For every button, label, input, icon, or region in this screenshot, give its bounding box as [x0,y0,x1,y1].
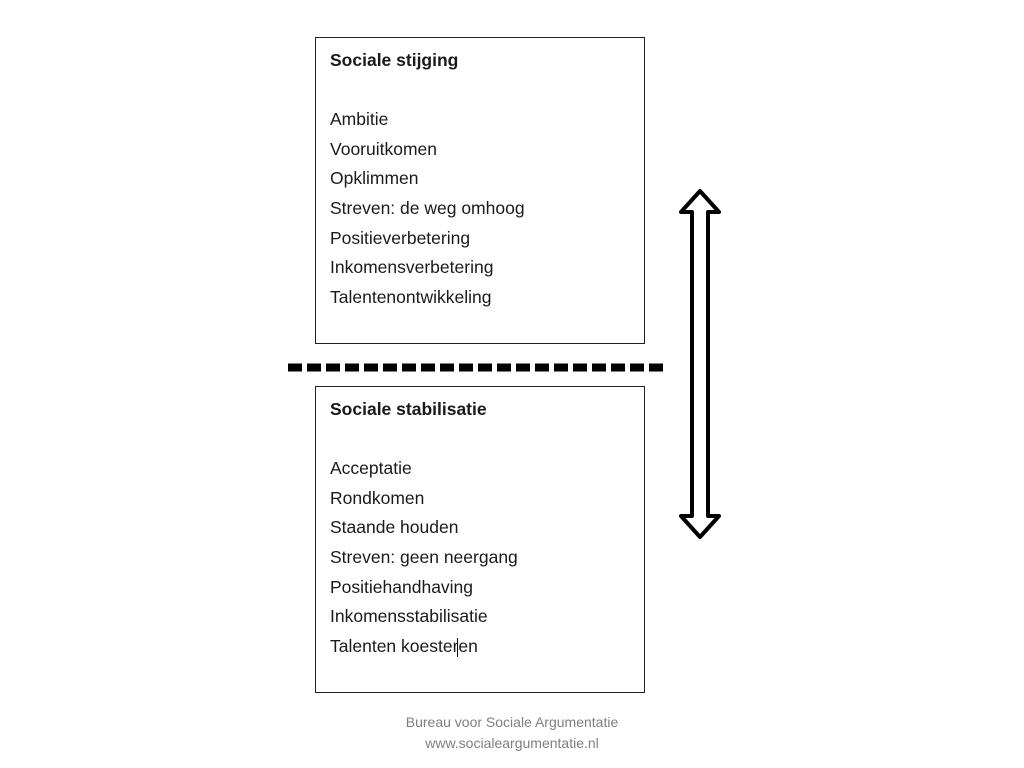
upward-mobility-box: Sociale stijging Ambitie Vooruitkomen Op… [315,37,645,344]
list-item: Talenten koesteren [330,635,478,656]
box-spacer [330,425,644,455]
list-item: Vooruitkomen [330,138,438,159]
list-item: Opklimmen [330,168,419,189]
list-item: Acceptatie [330,458,412,479]
upward-mobility-title: Sociale stijging [330,50,459,70]
stabilisation-box: Sociale stabilisatie Acceptatie Rondkome… [315,386,645,693]
arrow-shape [679,189,721,539]
list-item: Inkomensstabilisatie [330,606,488,627]
footer-organisation: Bureau voor Sociale Argumentatie [405,714,619,730]
list-item: Ambitie [330,109,389,130]
footer-website[interactable]: www.socialeargumentatie.nl [425,735,599,751]
box-spacer [330,76,644,106]
stabilisation-title: Sociale stabilisatie [330,399,487,419]
list-item: Talentenontwikkeling [330,286,492,307]
list-item: Streven: de weg omhoog [330,197,525,218]
list-item: Rondkomen [330,487,425,508]
double-headed-vertical-arrow-icon [679,189,721,539]
list-item: Inkomensverbetering [330,257,494,278]
upward-mobility-list: Ambitie Vooruitkomen Opklimmen Streven: … [330,105,644,312]
list-item: Positiehandhaving [330,576,474,597]
dashed-divider [288,363,664,372]
list-item: Positieverbetering [330,227,471,248]
text-cursor [457,638,458,657]
stabilisation-list: Acceptatie Rondkomen Staande houden Stre… [330,454,644,661]
list-item: Streven: geen neergang [330,546,518,567]
list-item: Staande houden [330,517,459,538]
